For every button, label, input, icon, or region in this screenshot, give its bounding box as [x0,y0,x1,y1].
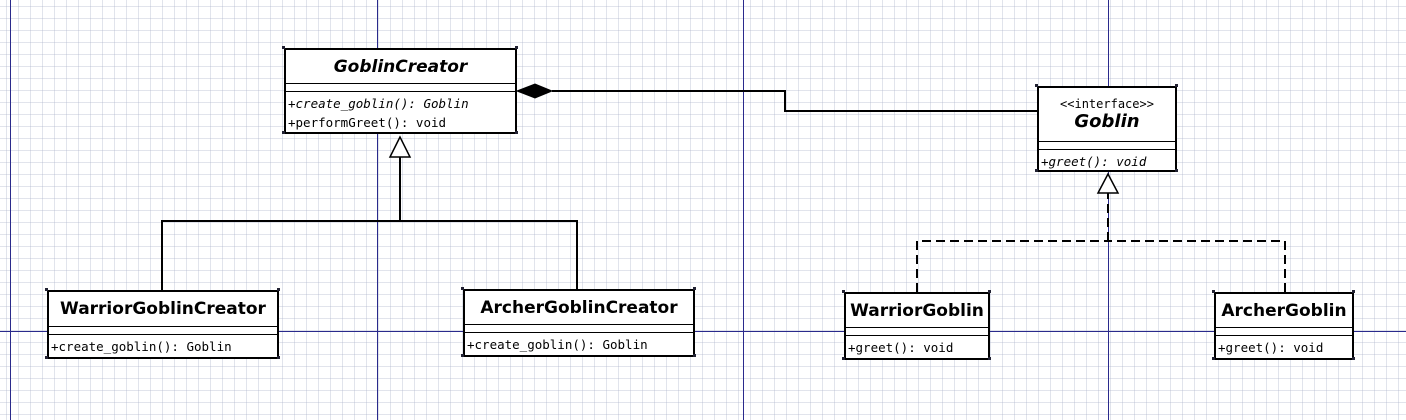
selection-handle [1175,84,1178,87]
class-warrior-goblin[interactable]: WarriorGoblin +greet(): void [844,292,990,360]
page-break-line [10,0,11,420]
selection-handle [282,46,285,49]
selection-handle [693,354,696,357]
page-break-line [743,0,744,420]
selection-handle [1035,84,1038,87]
class-name: ArcherGoblinCreator [480,297,678,318]
selection-handle [515,46,518,49]
operations-section: +greet(): void [1039,150,1175,171]
selection-handle [515,131,518,134]
stereotype-label: <<interface>> [1060,97,1154,111]
attributes-section [1039,142,1175,150]
page-break-line [377,0,378,420]
page-break-line [0,331,1406,332]
class-name-section: ArcherGoblin [1216,294,1352,328]
class-name: ArcherGoblin [1221,300,1347,321]
operation-greet[interactable]: +greet(): void [848,340,954,355]
generalization-line-archer-creator[interactable] [400,220,578,290]
operation-perform-greet[interactable]: +performGreet(): void [288,115,447,130]
selection-handle [693,287,696,290]
class-name-section: WarriorGoblinCreator [49,292,277,327]
class-name: Goblin [1074,111,1140,132]
realization-arrowhead[interactable] [1096,172,1120,194]
class-name: WarriorGoblinCreator [60,299,266,319]
class-name-section: GoblinCreator [286,50,515,84]
selection-handle [45,288,48,291]
generalization-arrowhead[interactable] [388,135,412,158]
selection-handle [842,290,845,293]
operations-section: +create_goblin(): Goblin [465,333,693,354]
class-goblin-creator[interactable]: GoblinCreator +create_goblin(): Goblin +… [284,48,517,134]
selection-handle [1352,357,1355,360]
selection-handle [1035,169,1038,172]
selection-handle [1352,290,1355,293]
selection-handle [1212,290,1215,293]
selection-handle [277,288,280,291]
selection-handle [1212,357,1215,360]
composition-diamond[interactable] [515,83,554,99]
class-name-section: WarriorGoblin [846,294,988,328]
class-name: WarriorGoblin [850,300,984,321]
selection-handle [461,287,464,290]
operations-section: +create_goblin(): Goblin [49,335,277,356]
attributes-section [1216,328,1352,336]
attributes-section [846,328,988,336]
operation-greet[interactable]: +greet(): void [1041,154,1147,169]
generalization-line-warrior-creator[interactable] [161,220,400,290]
operation-create-goblin[interactable]: +create_goblin(): Goblin [51,339,232,354]
selection-handle [277,356,280,359]
attributes-section [49,327,277,335]
operation-create-goblin[interactable]: +create_goblin(): Goblin [467,337,648,352]
composition-line[interactable] [552,90,1037,112]
operations-section: +greet(): void [846,336,988,357]
selection-handle [461,354,464,357]
selection-handle [988,290,991,293]
class-name: GoblinCreator [333,56,468,77]
operations-section: +create_goblin(): Goblin +performGreet()… [286,92,515,132]
class-warrior-goblin-creator[interactable]: WarriorGoblinCreator +create_goblin(): G… [47,290,279,359]
realization-line-archer-goblin[interactable] [1108,240,1286,292]
selection-handle [1175,169,1178,172]
attributes-section [465,325,693,333]
operation-greet[interactable]: +greet(): void [1218,340,1324,355]
operations-section: +greet(): void [1216,336,1352,357]
class-archer-goblin[interactable]: ArcherGoblin +greet(): void [1214,292,1354,360]
selection-handle [282,131,285,134]
realization-line-warrior-goblin[interactable] [916,240,1108,292]
selection-handle [45,356,48,359]
operation-create-goblin[interactable]: +create_goblin(): Goblin [288,96,469,111]
selection-handle [988,357,991,360]
class-archer-goblin-creator[interactable]: ArcherGoblinCreator +create_goblin(): Go… [463,289,695,357]
attributes-section [286,84,515,92]
selection-handle [842,357,845,360]
class-name-section: ArcherGoblinCreator [465,291,693,325]
class-name-section: <<interface>> Goblin [1039,88,1175,142]
interface-goblin[interactable]: <<interface>> Goblin +greet(): void [1037,86,1177,172]
